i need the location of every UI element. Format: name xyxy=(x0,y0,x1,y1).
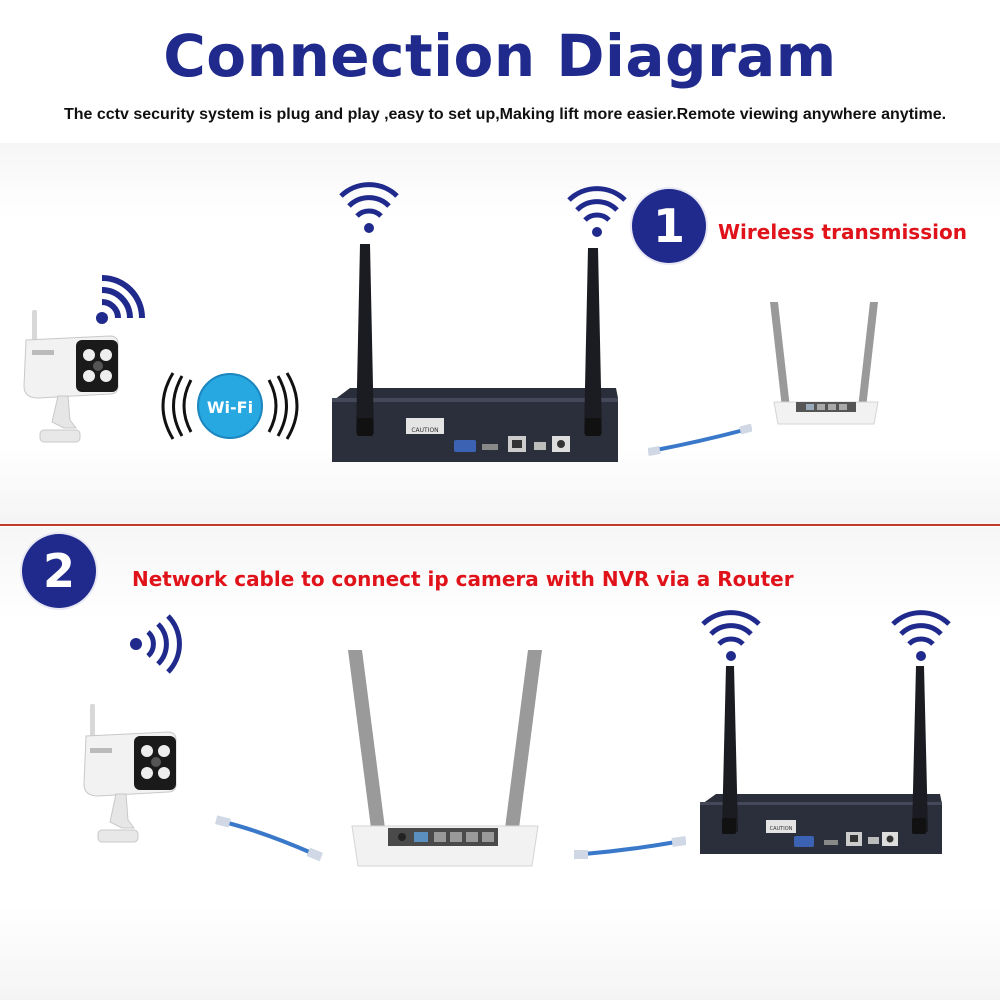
ip-camera-icon xyxy=(23,310,119,443)
wifi-signal-icon xyxy=(567,186,627,237)
router-icon xyxy=(348,650,542,867)
nvr-caution-label: CAUTION xyxy=(770,826,793,832)
nvr-device-icon: CAUTION xyxy=(332,244,618,462)
page-title: Connection Diagram xyxy=(163,22,837,90)
network-cable-icon xyxy=(574,836,686,859)
wifi-signal-icon xyxy=(701,610,761,661)
router-icon xyxy=(770,302,879,425)
network-cable-icon xyxy=(214,815,323,862)
wifi-signal-icon xyxy=(96,275,145,324)
wifi-signal-icon xyxy=(891,610,951,661)
step-label-2: Network cable to connect ip camera with … xyxy=(132,567,794,591)
page-subtitle: The cctv security system is plug and pla… xyxy=(63,106,947,123)
step-label-1: Wireless transmission xyxy=(718,220,967,244)
nvr-caution-label: CAUTION xyxy=(411,427,438,434)
wifi-signal-icon xyxy=(339,182,399,233)
wifi-badge-text: Wi-Fi xyxy=(207,398,253,417)
wifi-signal-icon xyxy=(130,614,182,674)
step-badge-2: 2 xyxy=(22,534,96,608)
section-divider xyxy=(0,524,1000,526)
nvr-device-icon: CAUTION xyxy=(700,666,942,854)
ip-camera-icon xyxy=(83,704,177,843)
wifi-badge-icon: Wi-Fi xyxy=(161,372,299,440)
network-cable-icon xyxy=(648,423,752,456)
step-badge-1: 1 xyxy=(632,189,706,263)
